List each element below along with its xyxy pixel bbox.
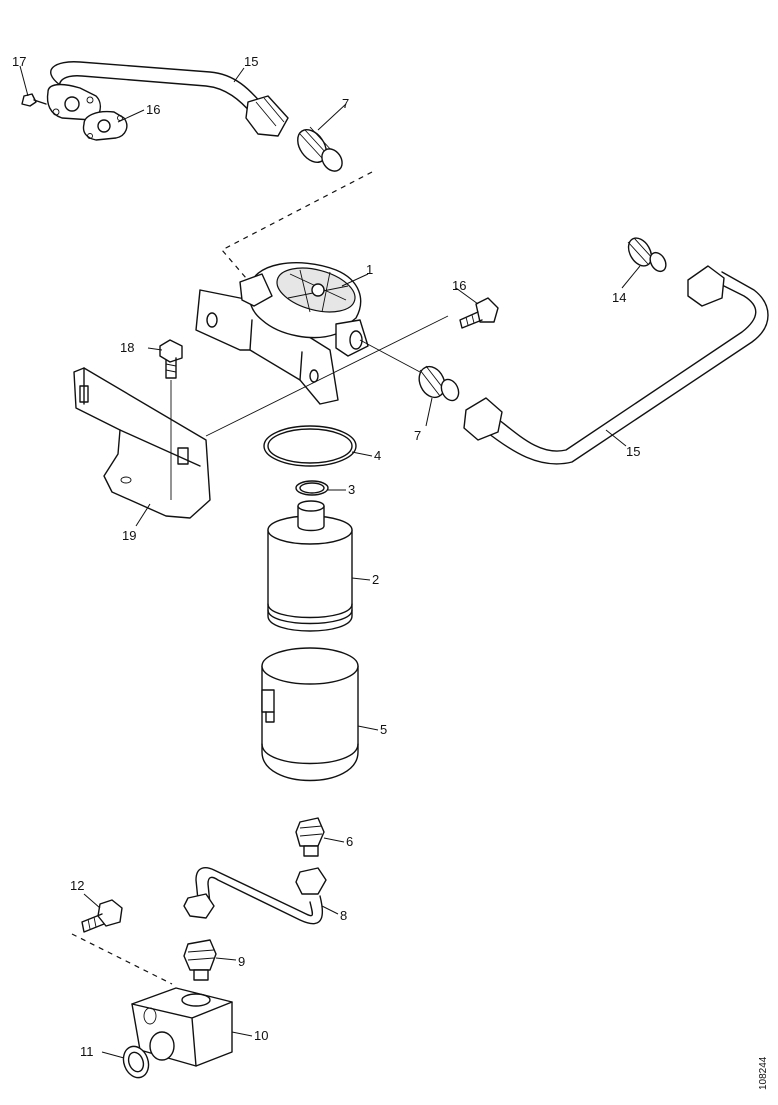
- callout-1: 1: [366, 262, 373, 277]
- mounting-bracket: [73, 367, 211, 519]
- callout-7-middle: 7: [414, 428, 421, 443]
- figure-id: 108244: [758, 1056, 769, 1090]
- callout-2: 2: [372, 572, 379, 587]
- callout-4: 4: [374, 448, 381, 463]
- o-ring: [295, 480, 329, 496]
- callout-9: 9: [238, 954, 245, 969]
- callout-10: 10: [254, 1028, 268, 1043]
- callout-18: 18: [120, 340, 134, 355]
- callout-7-upper: 7: [342, 96, 349, 111]
- right-pipe: [463, 265, 769, 465]
- assembly-line-lower: [71, 933, 173, 985]
- callout-6: 6: [346, 834, 353, 849]
- gasket: [82, 110, 128, 141]
- fitting-14: [627, 237, 667, 273]
- filter-element: [267, 500, 353, 632]
- leader-lines: [19, 65, 641, 1059]
- mounting-block: [131, 987, 233, 1067]
- callout-8: 8: [340, 908, 347, 923]
- callout-5: 5: [380, 722, 387, 737]
- callout-3: 3: [348, 482, 355, 497]
- callout-12: 12: [70, 878, 84, 893]
- callout-19: 19: [122, 528, 136, 543]
- callout-16-upper: 16: [146, 102, 160, 117]
- lower-pipe: [183, 867, 327, 925]
- bolt-18: [159, 339, 183, 500]
- callout-15-upper: 15: [244, 54, 258, 69]
- bolt-16: [459, 297, 499, 329]
- fitting-7-middle: [418, 365, 460, 402]
- assembly-line-bracket: [205, 315, 449, 437]
- callout-16-right: 16: [452, 278, 466, 293]
- fitting-9: [183, 939, 217, 981]
- fitting-7-upper: [297, 126, 343, 172]
- upper-pipe-assembly: [21, 61, 343, 172]
- callout-14: 14: [612, 290, 626, 305]
- callout-15-right: 15: [626, 444, 640, 459]
- callout-11: 11: [80, 1044, 94, 1059]
- callout-17: 17: [12, 54, 26, 69]
- assembly-line-fitting: [359, 339, 421, 373]
- callout-labels: 17 15 16 7 1 16 14 18 7 15 4 3 19 2 5 6 …: [12, 54, 640, 1059]
- plug-11: [122, 1031, 175, 1079]
- bolt-17: [21, 93, 47, 107]
- filter-bowl: [261, 647, 359, 782]
- fitting-6: [295, 817, 325, 857]
- seal-ring: [263, 425, 357, 467]
- bolt-12: [81, 899, 123, 933]
- flange-plate: [46, 83, 102, 121]
- filter-head-assembly: [195, 262, 369, 405]
- pipe-nut: [245, 95, 289, 137]
